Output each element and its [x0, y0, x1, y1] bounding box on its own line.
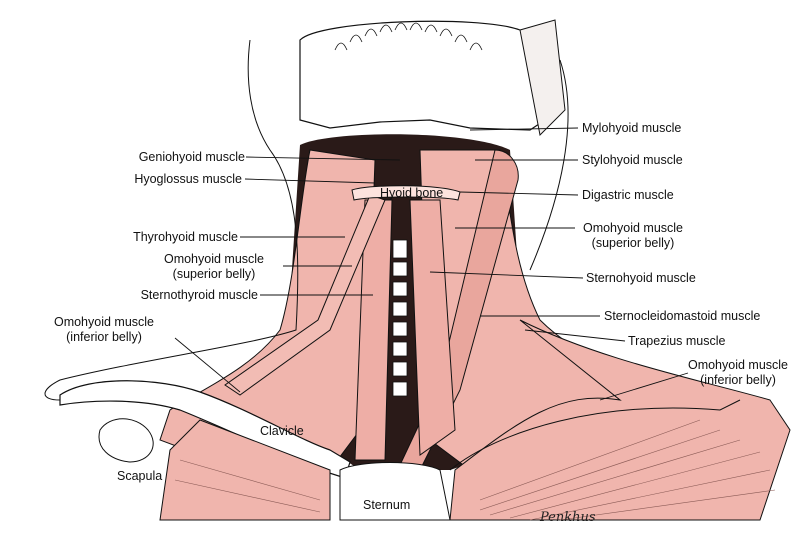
mandible	[299, 20, 561, 131]
label-sternohyoid-muscle: Sternohyoid muscle	[586, 271, 696, 285]
trapezius-striations	[479, 419, 776, 521]
label-sternum: Sternum	[363, 498, 411, 512]
right-shoulder-surface	[449, 399, 741, 471]
label-omohyoid-superior-left: Omohyoid muscle (superior belly)	[148, 252, 280, 282]
label-omohyoid-superior-left-line2: (superior belly)	[172, 267, 256, 281]
label-digastric-muscle: Digastric muscle	[582, 188, 674, 202]
label-omohyoid-inferior-left-line1: Omohyoid muscle	[53, 315, 155, 329]
omohyoid-left-band	[224, 194, 386, 396]
left-chest-muscles	[159, 419, 331, 521]
trachea	[392, 239, 408, 397]
label-omohyoid-inferior-right: Omohyoid muscle (inferior belly)	[680, 358, 796, 388]
label-hyoid-bone: Hyoid bone	[380, 186, 444, 200]
head-outline-right	[529, 59, 569, 271]
label-omohyoid-inferior-left: Omohyoid muscle (inferior belly)	[34, 315, 174, 345]
teeth	[334, 22, 483, 51]
trapezius-muscle	[449, 319, 791, 521]
label-omohyoid-inferior-left-line2: (inferior belly)	[66, 330, 142, 344]
label-omohyoid-inferior-right-line2: (inferior belly)	[700, 373, 776, 387]
label-clavicle: Clavicle	[260, 424, 304, 438]
head-outline-left	[44, 39, 299, 401]
label-omohyoid-inferior-right-line1: Omohyoid muscle	[687, 358, 789, 372]
label-sternocleidomastoid-muscle: Sternocleidomastoid muscle	[604, 309, 761, 323]
mandible-ramus-right	[519, 19, 566, 137]
sternum-bone	[339, 462, 451, 521]
label-mylohyoid-muscle: Mylohyoid muscle	[582, 121, 682, 135]
label-omohyoid-superior-right-line2: (superior belly)	[591, 236, 675, 250]
label-omohyoid-superior-right-line1: Omohyoid muscle	[582, 221, 684, 235]
label-geniohyoid-muscle: Geniohyoid muscle	[138, 150, 245, 164]
leader-lines	[174, 127, 689, 401]
hyoid-bone	[351, 185, 461, 201]
left-neck-muscles	[159, 149, 376, 471]
label-scapula: Scapula	[117, 469, 163, 483]
label-omohyoid-superior-left-line1: Omohyoid muscle	[163, 252, 265, 266]
label-omohyoid-superior-right: Omohyoid muscle (superior belly)	[568, 221, 698, 251]
label-thyrohyoid-muscle: Thyrohyoid muscle	[133, 230, 238, 244]
artist-signature: Penkhus	[540, 510, 596, 525]
scapula-bone	[98, 418, 154, 463]
label-hyoglossus-muscle: Hyoglossus muscle	[134, 172, 242, 186]
label-trapezius-muscle: Trapezius muscle	[628, 334, 726, 348]
sternohyoid-right	[409, 199, 456, 456]
label-sternothyroid-muscle: Sternothyroid muscle	[140, 288, 258, 302]
label-stylohyoid-muscle: Stylohyoid muscle	[582, 153, 683, 167]
